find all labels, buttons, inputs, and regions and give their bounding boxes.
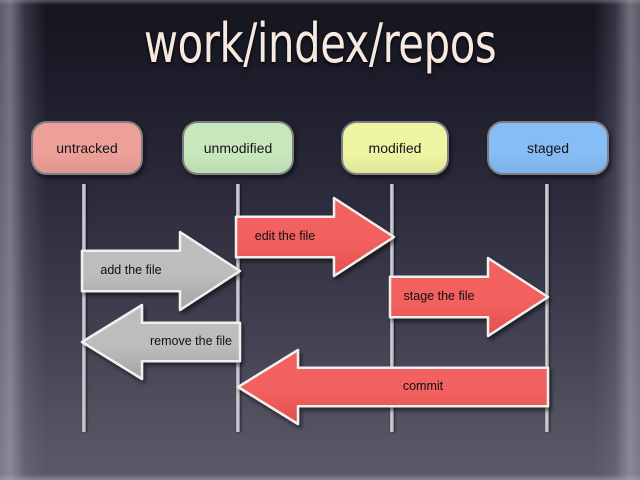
state-box-label: unmodified — [203, 140, 273, 156]
commit-arrow-shape — [236, 348, 550, 426]
unmodified-lifeline — [236, 184, 240, 432]
state-box-label: untracked — [56, 140, 118, 156]
top-bevel-edge — [0, 0, 640, 5]
state-box-label: staged — [526, 140, 570, 156]
state-box-staged[interactable]: staged — [487, 121, 609, 175]
commit-arrow[interactable]: commit — [236, 348, 550, 426]
state-box-label: modified — [368, 140, 422, 156]
state-box-modified[interactable]: modified — [341, 121, 449, 175]
bottom-bevel-edge — [0, 474, 640, 480]
add-the-file-arrow[interactable]: add the file — [80, 230, 242, 312]
stage-the-file-arrow-shape — [388, 256, 550, 338]
stage-the-file-arrow[interactable]: stage the file — [388, 256, 550, 338]
left-bevel-edge — [0, 0, 46, 480]
edit-the-file-arrow-shape — [234, 196, 396, 278]
untracked-lifeline — [82, 184, 86, 432]
add-the-file-arrow-shape — [80, 230, 242, 312]
state-box-unmodified[interactable]: unmodified — [182, 121, 294, 175]
edit-the-file-arrow[interactable]: edit the file — [234, 196, 396, 278]
slide-title: work/index/repos — [143, 12, 497, 75]
remove-the-file-arrow-shape — [80, 303, 242, 381]
remove-the-file-arrow[interactable]: remove the file — [80, 303, 242, 381]
right-bevel-edge — [594, 0, 640, 480]
state-box-untracked[interactable]: untracked — [31, 121, 143, 175]
staged-lifeline — [545, 184, 549, 432]
